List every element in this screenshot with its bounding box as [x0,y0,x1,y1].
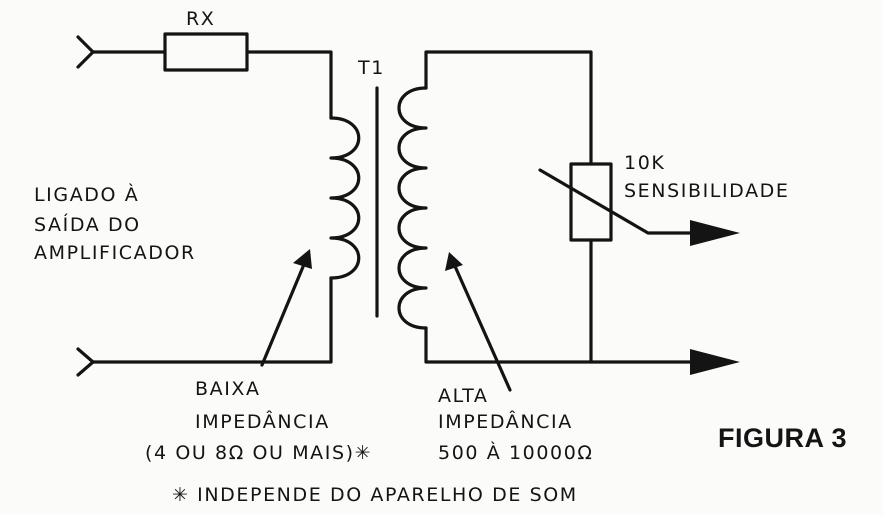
label-low-2: IMPEDÂNCIA [195,411,330,433]
pot-wiper-line [538,168,702,235]
arrowhead-output [690,349,740,375]
pointer-low-impedance [260,260,307,367]
label-high-1: ALTA [438,385,489,407]
label-input-1: LIGADO À [34,184,140,206]
label-low-3: (4 OU 8Ω OU MAIS)✳ [145,442,373,464]
label-pot-name: SENSIBILIDADE [624,180,790,202]
wire-return-primary [91,276,333,364]
wire-secondary-top [424,50,593,166]
input-terminal-bottom [76,347,95,377]
label-pot-value: 10K [624,152,666,174]
label-high-3: 500 À 10000Ω [438,442,594,464]
primary-winding [329,116,361,280]
resistor-rx [163,32,249,72]
figure-label: FIGURA 3 [718,423,848,453]
arrowhead-low-impedance [293,249,312,269]
arrowhead-wiper [690,220,740,246]
arrowhead-high-impedance [445,252,463,271]
label-low-1: BAIXA [195,378,261,400]
label-input-3: AMPLIFICADOR [34,242,196,264]
label-t1: T1 [358,57,385,79]
wire-secondary-bottom [424,326,694,364]
footnote: ✳ INDEPENDE DO APARELHO DE SOM [172,484,578,506]
input-terminal-top [76,35,95,69]
pointer-high-impedance [452,262,512,392]
potentiometer-10k [569,162,613,242]
label-input-2: SAÍDA DO [34,214,141,236]
label-high-2: IMPEDÂNCIA [438,411,573,433]
secondary-winding [397,86,428,330]
label-rx: RX [186,8,216,30]
wire-rx-to-primary [245,50,333,120]
